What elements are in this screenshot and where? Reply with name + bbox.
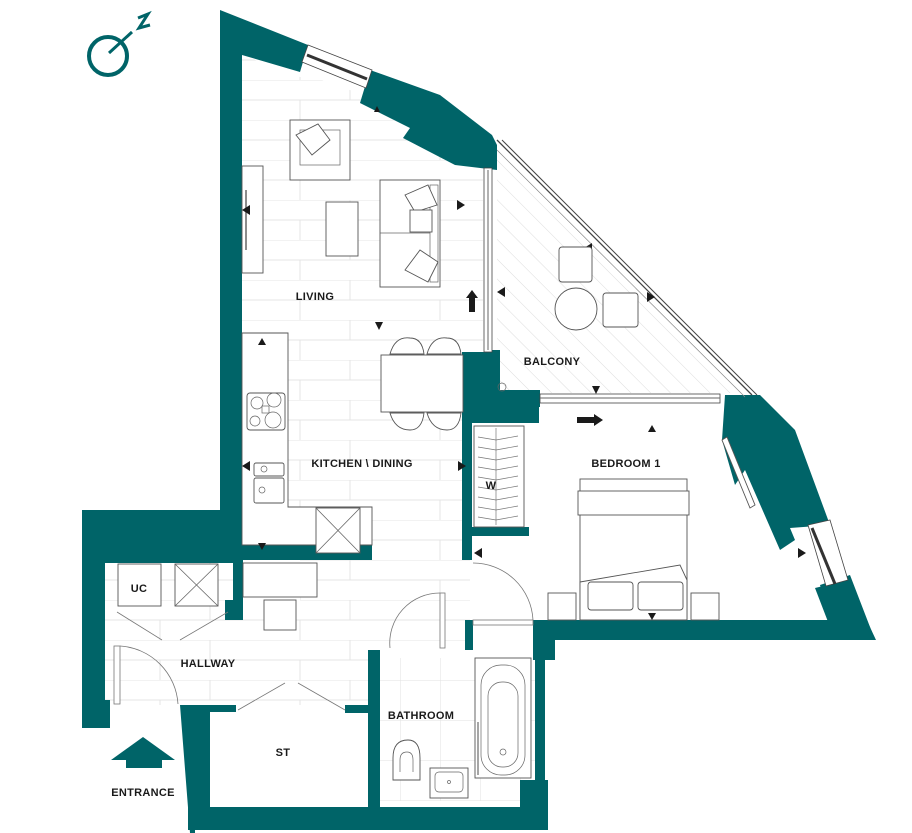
section-markers [242,106,806,620]
walls [82,10,876,833]
dining-table [380,337,464,431]
room-label-utility-cupboard: UC [130,583,148,595]
hallway-stool [263,599,297,631]
coffee-table [325,201,359,257]
kitchen-crossed-unit [315,507,361,554]
room-label-storage: ST [275,747,291,759]
room-label-living: LIVING [295,291,335,303]
room-label-bedroom-1: BEDROOM 1 [591,458,661,470]
wardrobe [473,425,525,528]
windows [301,44,849,587]
room-label-hallway: HALLWAY [180,658,236,670]
room-label-wardrobe: W [485,480,497,492]
balcony-floor [497,145,750,393]
toilet [392,739,421,781]
armchair [289,119,351,181]
kitchen-sink [253,462,285,504]
bathtub [474,657,532,779]
doors [113,562,534,711]
hallway-box [242,562,318,598]
double-bed [547,478,720,621]
hob [246,392,286,431]
entrance-arrow-icon [111,737,175,768]
north-compass-icon [87,10,152,77]
sofa [379,179,441,288]
tv-unit [241,165,264,274]
basin [429,767,469,799]
utility-cupboard [117,563,219,607]
balcony-furniture [497,246,639,392]
room-label-kitchen-dining: KITCHEN \ DINING [311,458,413,470]
furniture [117,119,720,799]
entrance-label: ENTRANCE [111,787,175,799]
room-label-balcony: BALCONY [523,356,581,368]
room-label-bathroom: BATHROOM [387,710,455,722]
